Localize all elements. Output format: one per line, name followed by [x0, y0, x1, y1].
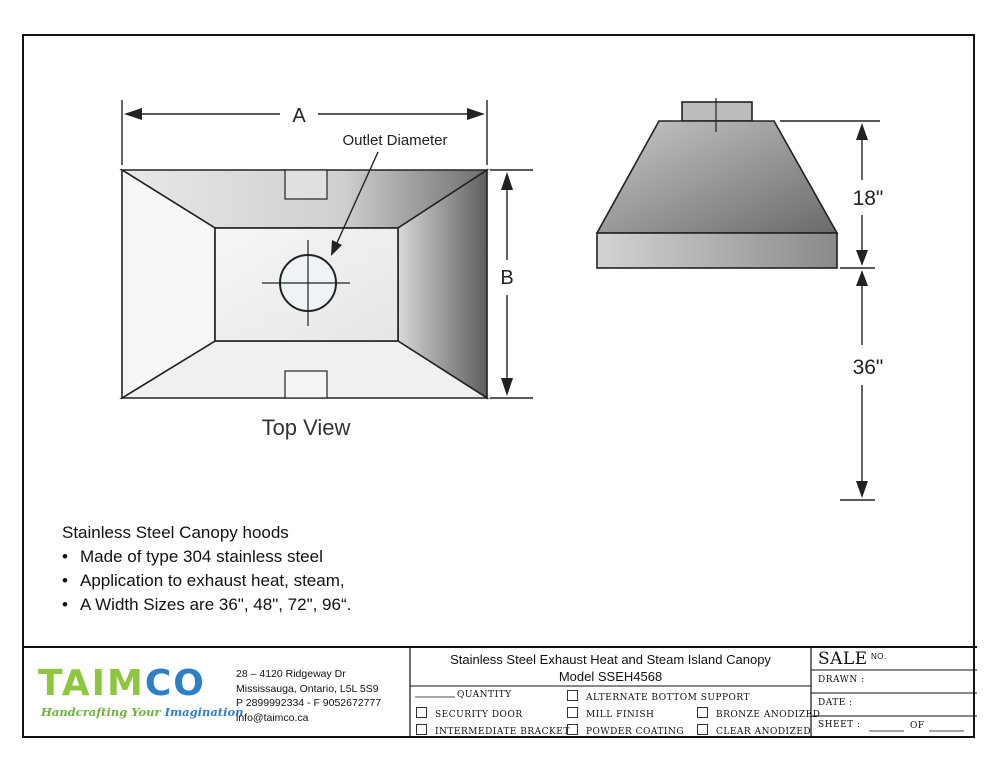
checkbox[interactable] — [567, 690, 578, 701]
option-alternate-bottom-support[interactable]: ALTERNATE BOTTOM SUPPORT — [567, 690, 750, 703]
dimension-a — [121, 100, 488, 165]
model-number: Model SSEH4568 — [558, 669, 663, 684]
description-heading: Stainless Steel Canopy hoods — [62, 523, 289, 542]
drawing-frame — [22, 34, 975, 738]
company-tagline: Handcrafting Your Imagination — [41, 705, 244, 719]
checkbox[interactable] — [567, 724, 578, 735]
email-link[interactable]: info@taimco.ca — [236, 711, 309, 724]
option-bronze-anodized[interactable]: BRONZE ANODIZED — [697, 707, 820, 720]
checkbox[interactable] — [416, 707, 427, 718]
option-mill-finish[interactable]: MILL FINISH — [567, 707, 654, 720]
description-bullet: Application to exhaust heat, steam, — [62, 569, 351, 593]
description-bullet: Made of type 304 stainless steel — [62, 545, 351, 569]
date-label: DATE : — [818, 698, 853, 708]
dimension-b-label: B — [500, 267, 513, 289]
sale-number-label: NO. — [871, 652, 887, 661]
sheet-label: SHEET : — [818, 720, 861, 730]
checkbox[interactable] — [416, 724, 427, 735]
option-clear-anodized[interactable]: CLEAR ANODIZED — [697, 724, 811, 737]
title-block-grid — [22, 646, 977, 738]
of-label: OF — [910, 721, 925, 731]
top-view-label: Top View — [262, 415, 351, 440]
dimension-height — [780, 120, 880, 501]
option-security-door[interactable]: SECURITY DOOR — [416, 707, 523, 720]
checkbox[interactable] — [567, 707, 578, 718]
height-label: 18" — [853, 187, 884, 210]
description-bullet: A Width Sizes are 36", 48", 72", 96“. — [62, 593, 351, 617]
drawing-title: Stainless Steel Exhaust Heat and Steam I… — [410, 651, 811, 685]
drawn-label: DRAWN : — [818, 675, 865, 685]
checkbox[interactable] — [697, 707, 708, 718]
top-view — [119, 168, 490, 400]
product-description: Stainless Steel Canopy hoods Made of typ… — [62, 521, 351, 617]
outlet-arrow — [331, 151, 379, 256]
quantity-label: QUANTITY — [457, 690, 512, 700]
option-powder-coating[interactable]: POWDER COATING — [567, 724, 684, 737]
outlet-diameter-label: Outlet Diameter — [342, 132, 447, 149]
company-address: 28 – 4120 Ridgeway Dr Mississauga, Ontar… — [236, 668, 382, 724]
dimension-a-label: A — [292, 105, 306, 127]
dimension-b — [490, 169, 533, 399]
side-view — [595, 98, 839, 269]
checkbox[interactable] — [697, 724, 708, 735]
company-logo: TAIMCO — [38, 663, 206, 704]
option-intermediate-bracket[interactable]: INTERMEDIATE BRACKET — [416, 724, 570, 737]
clearance-label: 36" — [853, 356, 884, 379]
sale-label: SALE — [818, 649, 868, 669]
